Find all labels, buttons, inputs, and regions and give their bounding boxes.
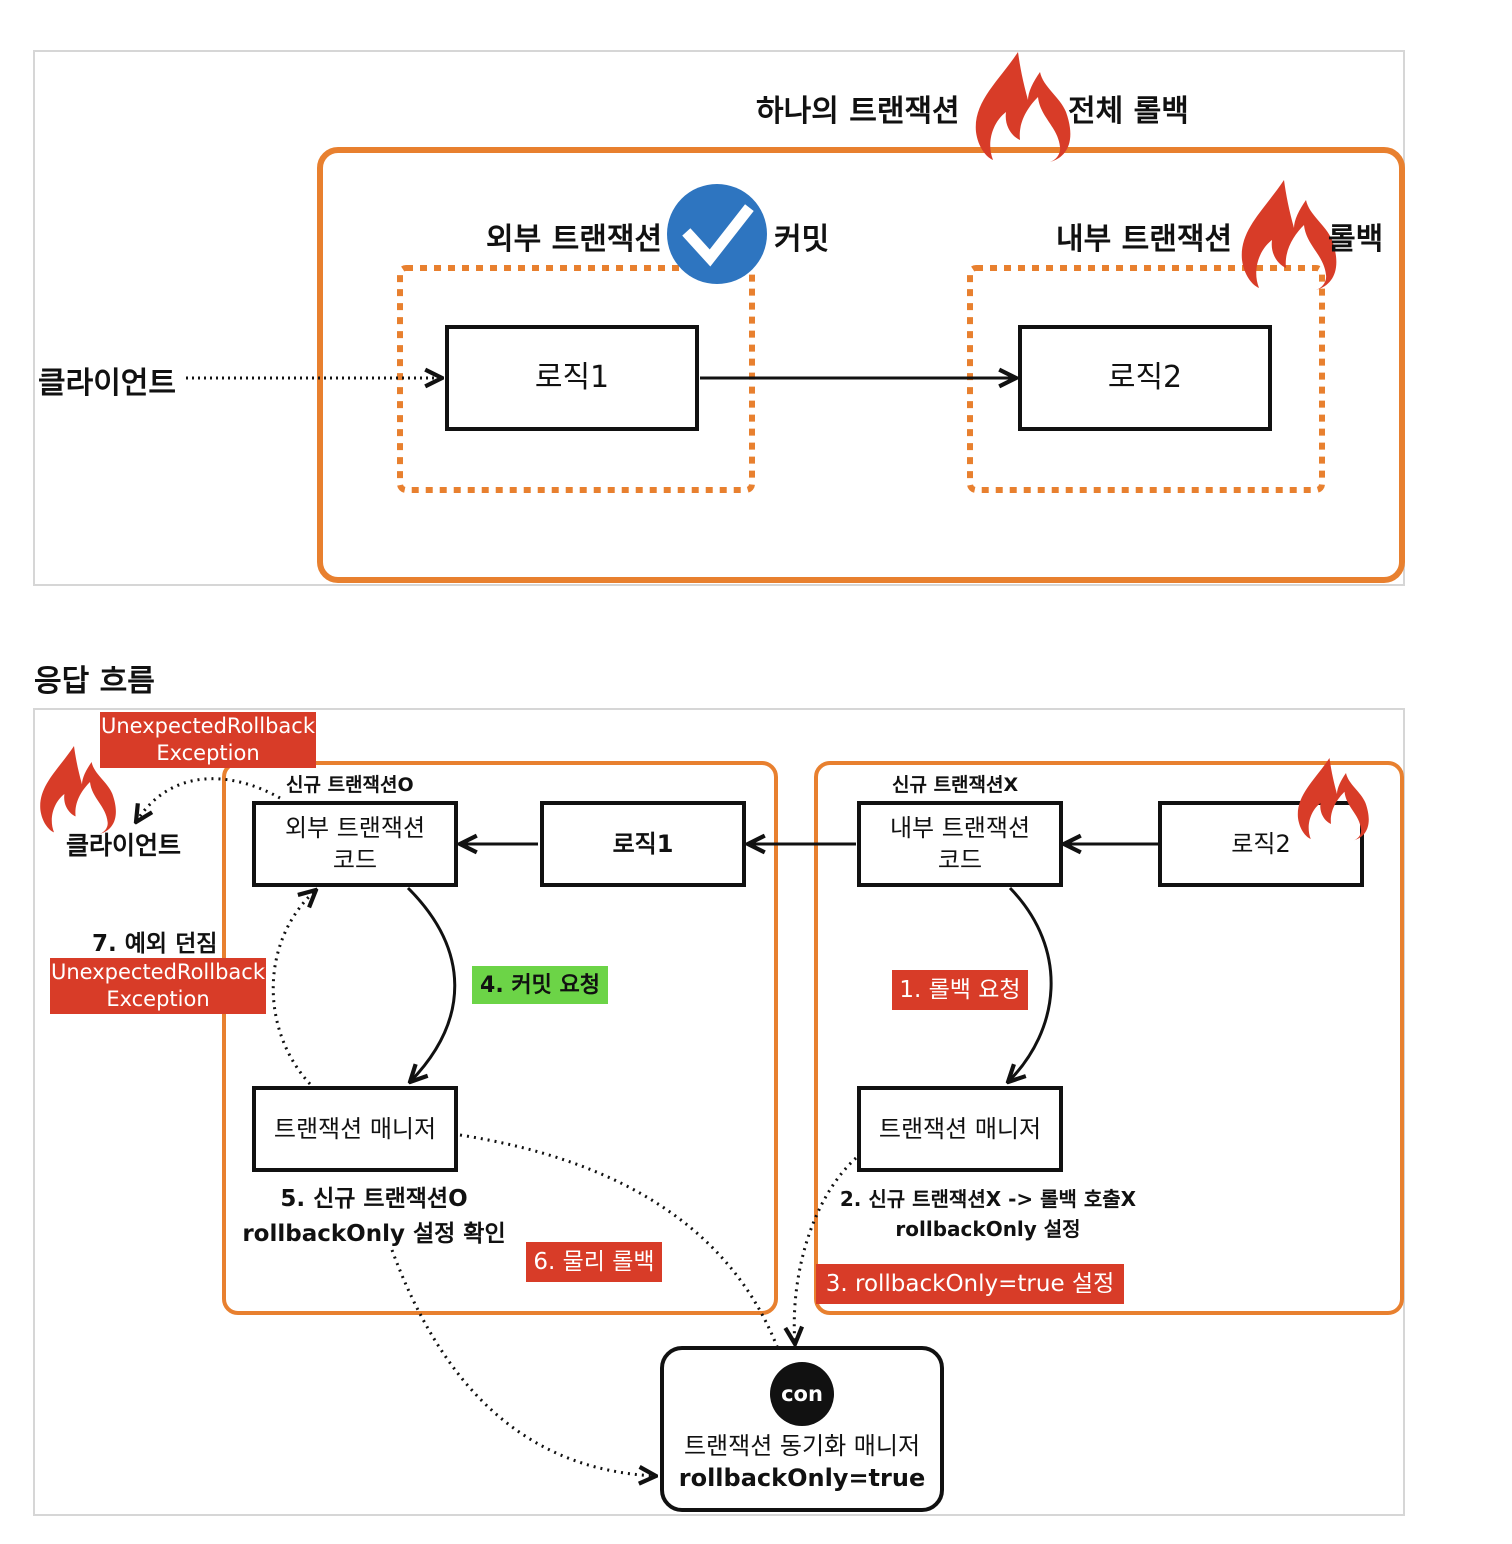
commit-request-arrow <box>408 886 457 1082</box>
exception-to-client-arrow <box>136 777 281 822</box>
sync-manager-value: rollbackOnly=true <box>678 1464 926 1492</box>
unexpected-rollback-exception-tag: UnexpectedRollback Exception <box>100 712 316 768</box>
diagram-1-panel <box>33 50 1405 586</box>
inner-transaction-label: 내부 트랜잭션 <box>1056 222 1233 257</box>
inner-transaction-code-box: 내부 트랜잭션 코드 <box>857 801 1063 887</box>
tx-manager-right-box: 트랜잭션 매니저 <box>857 1086 1063 1172</box>
unexpected-rollback-exception-left-tag: UnexpectedRollback Exception <box>50 958 266 1014</box>
sync-manager-title: 트랜잭션 동기화 매니저 <box>683 1432 921 1460</box>
connection-badge: con <box>770 1362 834 1426</box>
rollback-request-arrow <box>1008 886 1053 1082</box>
flame-icon <box>975 52 1071 162</box>
step3-tag: 3. rollbackOnly=true 설정 <box>816 1264 1124 1304</box>
outer-transaction-label: 외부 트랜잭션 <box>486 222 663 257</box>
check-rollback-only-arrow <box>390 1249 656 1476</box>
outer-transaction-border <box>222 761 778 1315</box>
logic1-label: 로직1 <box>534 360 610 395</box>
flame-icon <box>40 746 116 834</box>
new-transaction-o-label: 신규 트랜잭션O <box>286 774 414 796</box>
client-label: 클라이언트 <box>38 366 176 401</box>
step2-label: 2. 신규 트랜잭션X -> 롤백 호출X rollbackOnly 설정 <box>839 1187 1137 1241</box>
tx-manager-left-box: 트랜잭션 매니저 <box>252 1086 458 1172</box>
transaction-sync-manager-box: con 트랜잭션 동기화 매니저 rollbackOnly=true <box>660 1346 944 1512</box>
flame-icon <box>1297 758 1369 841</box>
flame-icon <box>1241 180 1337 290</box>
physical-transaction-title: 하나의 트랜잭션 <box>756 94 960 129</box>
outer-transaction-code-box: 외부 트랜잭션 코드 <box>252 801 458 887</box>
step4-tag: 4. 커밋 요청 <box>472 966 608 1004</box>
step7-label: 7. 예외 던짐 <box>92 931 218 957</box>
step5-label: 5. 신규 트랜잭션O rollbackOnly 설정 확인 <box>242 1186 506 1247</box>
set-rollback-only-arrow <box>794 1156 858 1344</box>
step6-tag: 6. 물리 롤백 <box>526 1242 662 1282</box>
logic1-box: 로직1 <box>540 801 746 887</box>
physical-transaction-border <box>317 147 1405 583</box>
logic2-label: 로직2 <box>1107 360 1183 395</box>
inner-transaction-status: 롤백 <box>1328 222 1384 257</box>
client-label: 클라이언트 <box>66 831 182 860</box>
step1-tag: 1. 롤백 요청 <box>892 970 1028 1010</box>
tx-manager-to-sync-arrow <box>459 1133 784 1366</box>
logic1-box: 로직1 <box>445 325 699 431</box>
physical-transaction-status: 전체 롤백 <box>1068 94 1189 129</box>
outer-transaction-status: 커밋 <box>774 222 830 257</box>
new-transaction-x-label: 신규 트랜잭션X <box>892 774 1019 796</box>
check-circle-icon <box>667 184 767 284</box>
inner-transaction-border <box>814 761 1404 1315</box>
section-title: 응답 흐름 <box>34 664 155 699</box>
logic2-box: 로직2 <box>1018 325 1272 431</box>
